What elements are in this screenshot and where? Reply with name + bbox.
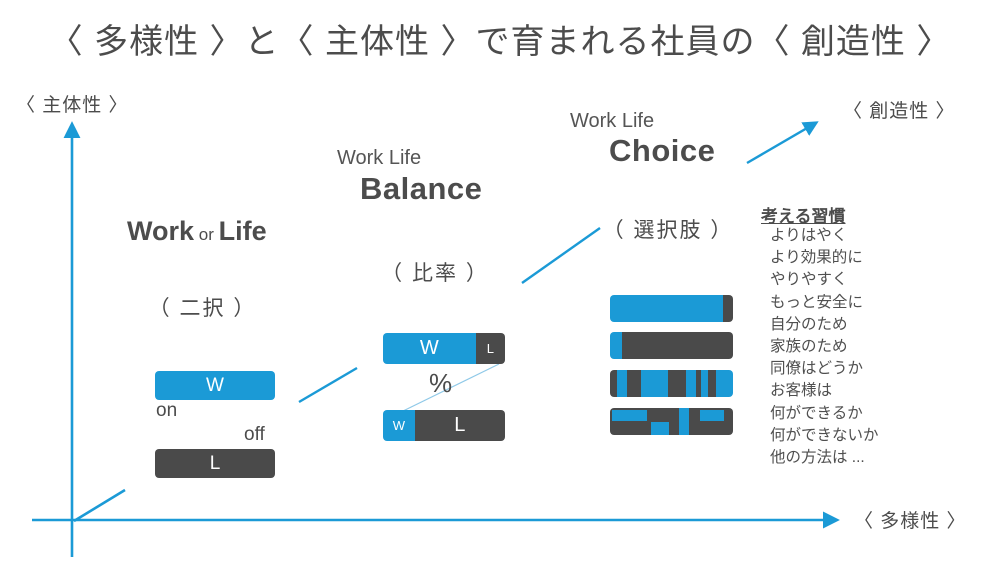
stage1-heading-life: Life — [218, 216, 267, 246]
bar-segment-blue: W — [383, 333, 476, 364]
diagonal-axis-label: 〈 創造性 〉 — [843, 101, 956, 122]
stage3-heading-top: Work Life — [570, 110, 655, 132]
bar-segment-dark — [723, 295, 733, 322]
stage3-bar-2 — [610, 332, 733, 359]
bar-segment-dark — [622, 332, 733, 359]
bar-segment-dark: L — [414, 410, 505, 441]
mosaic-block-blue — [650, 421, 670, 435]
stage1-off-label: off — [244, 424, 265, 445]
stage2-heading-top: Work Life — [337, 147, 422, 169]
bar-segment-blue — [617, 370, 628, 397]
habit-item: よりはやく — [770, 227, 848, 244]
mosaic-block-blue — [612, 409, 647, 422]
balance-ratio-line — [400, 363, 500, 413]
habit-item: 同僚はどうか — [770, 360, 864, 378]
bar-segment-dark — [708, 370, 716, 397]
stage2-percent-label: % — [429, 368, 453, 398]
stage1-heading-word: Work — [127, 216, 195, 246]
y-axis-label: 〈 主体性 〉 — [16, 95, 129, 116]
habit-item: 家族のため — [770, 338, 848, 356]
stage3-bar-4 — [610, 408, 733, 435]
stage3-bar-1 — [610, 295, 733, 322]
x-axis-label: 〈 多様性 〉 — [854, 511, 967, 532]
stage2-subtitle: （ 比率 ） — [381, 262, 489, 285]
habit-item: 自分のため — [770, 315, 848, 333]
stage1-work-bar: W — [155, 371, 275, 400]
habits-list: よりはやくより効果的にやりやすくもっと安全に自分のため家族のため同僚はどうかお客… — [770, 225, 879, 469]
bar-segment-blue: W — [383, 410, 415, 441]
bar-segment-blue — [715, 370, 733, 397]
connector-line-2 — [521, 227, 601, 284]
bar-segment-blue — [640, 370, 668, 397]
stage3-bar-3 — [610, 370, 733, 397]
stage1-on-label: on — [156, 400, 178, 421]
bar-segment-dark — [696, 370, 701, 397]
slide-title: 〈 多様性 〉と〈 主体性 〉で育まれる社員の〈 創造性 〉 — [48, 23, 952, 61]
stage1-work-bar-label: W — [206, 374, 224, 396]
habit-item: やりやすく — [770, 271, 848, 289]
bar-segment-blue — [610, 332, 623, 359]
stage1-subtitle: （ 二択 ） — [148, 297, 257, 320]
bar-segment-dark — [667, 370, 687, 397]
bar-segment-blue — [700, 370, 709, 397]
bar-segment-dark: L — [475, 333, 505, 364]
mosaic-block-blue — [699, 409, 725, 422]
stage3-heading-bold: Choice — [609, 133, 716, 168]
stage1-life-bar: L — [155, 449, 275, 478]
stage1-life-bar-label: L — [209, 452, 221, 474]
creativity-arrow — [746, 121, 819, 165]
habit-item: 何ができるか — [770, 404, 863, 422]
habit-item: より効果的に — [770, 249, 863, 267]
bar-segment-blue — [610, 295, 724, 322]
habit-item: 他の方法は ... — [770, 449, 865, 467]
mosaic-block-blue — [678, 408, 689, 435]
bar-segment-blue — [686, 370, 697, 397]
habit-item: 何ができないか — [770, 426, 879, 444]
bar-segment-dark — [610, 370, 618, 397]
stage1-heading: Work or Life — [127, 216, 267, 247]
habits-header: 考える習慣 — [761, 207, 846, 226]
origin-diagonal-line — [73, 488, 126, 523]
bar-segment-dark — [627, 370, 641, 397]
habit-item: お客様は — [770, 382, 833, 400]
connector-line-1 — [298, 366, 358, 404]
stage3-subtitle: （ 選択肢 ） — [602, 219, 734, 242]
stage1-heading-or: or — [194, 225, 219, 244]
stage2-heading-bold: Balance — [360, 171, 483, 206]
habit-item: もっと安全に — [770, 293, 864, 311]
